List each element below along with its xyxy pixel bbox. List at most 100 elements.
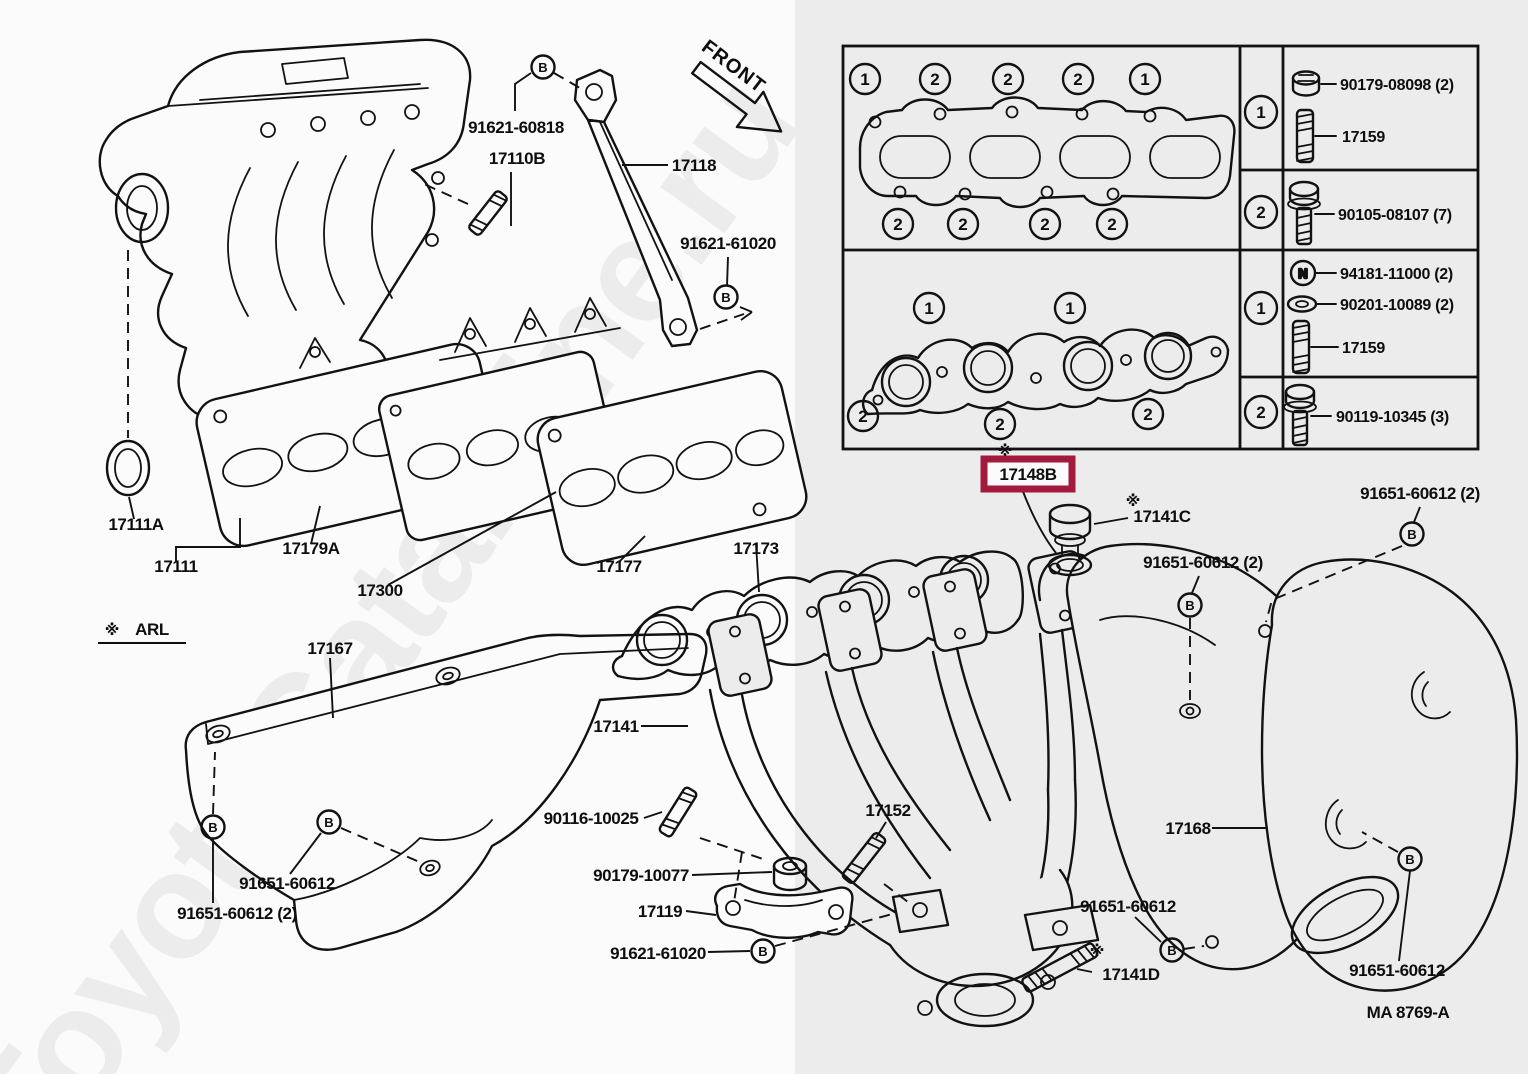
asterisk-mark: ※: [1090, 942, 1105, 960]
washer-icon: [1286, 295, 1318, 313]
ref-marker: 2: [983, 407, 1017, 441]
table-part-number[interactable]: 90119-10345 (3): [1336, 409, 1449, 426]
part-label-17177[interactable]: 17177: [596, 557, 642, 576]
arl-note-text: ARL: [135, 620, 169, 639]
stud-17152-drawing: [841, 832, 887, 884]
part-label-17141C[interactable]: 17141C: [1133, 507, 1191, 526]
ref-marker-value: 1: [1140, 70, 1149, 89]
ref-marker-value: 2: [893, 215, 902, 234]
part-label-91651-60612-right[interactable]: 91651-60612: [1080, 897, 1176, 916]
part-label-90179-10077[interactable]: 90179-10077: [593, 866, 689, 885]
table-part-number[interactable]: 94181-11000 (2): [1340, 266, 1453, 283]
ref-marker: 1: [1243, 290, 1279, 326]
plug-17141C-drawing: [1048, 503, 1092, 555]
arl-note: ※ ARL: [98, 620, 186, 644]
flange-nut-icon: [1291, 70, 1321, 97]
drawing-code: MA 8769-A: [1367, 1003, 1450, 1022]
highlight-box[interactable]: [980, 455, 1076, 493]
bolt-marker: B: [200, 814, 226, 840]
gasket-17177-drawing: [536, 369, 808, 567]
legend-ref-markers: 1 2 1 2: [1243, 94, 1279, 430]
part-label-17111[interactable]: 17111: [154, 557, 198, 576]
flange-bolt-icon: [1283, 383, 1317, 447]
part-labels: 91621-60818 17110B 17118 91621-61020 171…: [98, 118, 1480, 1022]
part-label-91651-60612-left[interactable]: 91651-60612: [239, 874, 335, 893]
ref-marker-value: 2: [1003, 70, 1012, 89]
ref-marker: 2: [1095, 207, 1129, 241]
ref-marker-value: 2: [930, 70, 939, 89]
fastener-icons: N: [1283, 70, 1339, 447]
part-label-17168[interactable]: 17168: [1165, 819, 1211, 838]
bolt-marker-letter: B: [1405, 852, 1414, 867]
part-label-91651-60612-mid2[interactable]: 91651-60612 (2): [1143, 553, 1263, 572]
ref-marker: 2: [1028, 207, 1062, 241]
ref-marker: 2: [1131, 397, 1165, 431]
bolt-marker-letter: B: [721, 290, 730, 305]
stud-17110B-drawing: [468, 190, 508, 236]
part-label-17110B[interactable]: 17110B: [489, 149, 546, 168]
ref-marker-value: 2: [958, 215, 967, 234]
stud-bolt-icon: [1295, 108, 1315, 164]
table-part-number[interactable]: 17159: [1342, 340, 1386, 357]
part-label-91621-61020-top[interactable]: 91621-61020: [680, 234, 776, 253]
flange-tabs-drawing: [299, 297, 621, 369]
part-label-17119[interactable]: 17119: [638, 902, 683, 921]
part-label-91621-61020-bottom[interactable]: 91621-61020: [610, 944, 706, 963]
part-label-17118[interactable]: 17118: [672, 156, 717, 175]
part-label-17148B[interactable]: 17148B: [999, 465, 1057, 484]
ref-marker-value: 2: [1073, 70, 1082, 89]
ref-marker: 1: [848, 62, 882, 96]
ref-marker-value: 1: [1256, 103, 1265, 122]
part-label-17167[interactable]: 17167: [307, 639, 353, 658]
ref-marker-value: 2: [1107, 215, 1116, 234]
leader-lines: [127, 72, 1421, 973]
ref-marker: 2: [1243, 194, 1279, 230]
part-label-17152[interactable]: 17152: [865, 801, 911, 820]
table-part-number[interactable]: 90179-08098 (2): [1340, 77, 1454, 94]
front-arrow-icon: [691, 60, 783, 133]
part-label-91651-60612-right2[interactable]: 91651-60612 (2): [1360, 484, 1480, 503]
table-part-number[interactable]: 90105-08107 (7): [1338, 207, 1452, 224]
part-label-17179A[interactable]: 17179A: [282, 539, 340, 558]
bolt-marker: B: [530, 54, 556, 80]
stud-17141D-drawing: [1021, 942, 1099, 993]
part-label-17141[interactable]: 17141: [593, 717, 639, 736]
bolt-marker: B: [316, 809, 342, 835]
highlighted-part-17148B[interactable]: 17148B: [980, 455, 1076, 493]
ref-marker-value: 2: [1256, 403, 1265, 422]
part-label-91651-60612-left2[interactable]: 91651-60612 (2): [177, 904, 297, 923]
circled-N-icon: N: [1289, 259, 1317, 287]
part-label-17300[interactable]: 17300: [357, 581, 403, 600]
intake-gasket-panel-drawing: [858, 96, 1236, 209]
part-label-17173[interactable]: 17173: [733, 539, 779, 558]
ref-marker: 1: [912, 291, 946, 325]
bolt-marker: B: [1397, 846, 1423, 872]
table-part-number[interactable]: 90201-10089 (2): [1340, 297, 1454, 314]
ref-marker: 2: [918, 62, 952, 96]
ref-marker: 2: [946, 207, 980, 241]
ref-marker-value: 1: [1256, 299, 1265, 318]
bolt-marker: B: [750, 938, 776, 964]
ref-marker: 2: [1243, 394, 1279, 430]
bolt-marker: B: [713, 284, 739, 310]
bolt-marker-letter: B: [324, 815, 333, 830]
part-label-91621-60818[interactable]: 91621-60818: [468, 118, 564, 137]
part-label-17141D[interactable]: 17141D: [1102, 965, 1160, 984]
ref-marker-value: 2: [1040, 215, 1049, 234]
part-label-90116-10025[interactable]: 90116-10025: [544, 809, 639, 828]
part-label-17111A[interactable]: 17111A: [108, 515, 164, 534]
bracket-17118-drawing: [573, 68, 699, 348]
asterisk-mark: ※: [1126, 492, 1141, 510]
ref-marker-value: 2: [1143, 405, 1152, 424]
ref-marker: 2: [991, 62, 1025, 96]
table-part-number[interactable]: 17159: [1342, 129, 1386, 146]
ref-marker-value: 1: [860, 70, 869, 89]
ref-marker: 2: [1061, 62, 1095, 96]
flange-bolt-icon: [1287, 180, 1321, 246]
ref-marker: 1: [1128, 62, 1162, 96]
bolt-marker-letter: B: [1167, 943, 1176, 958]
bolt-marker: B: [1399, 521, 1425, 547]
part-label-91651-60612-bottom[interactable]: 91651-60612: [1349, 961, 1445, 980]
nut-letter: N: [1298, 266, 1307, 281]
bolt-marker-letter: B: [1407, 527, 1416, 542]
